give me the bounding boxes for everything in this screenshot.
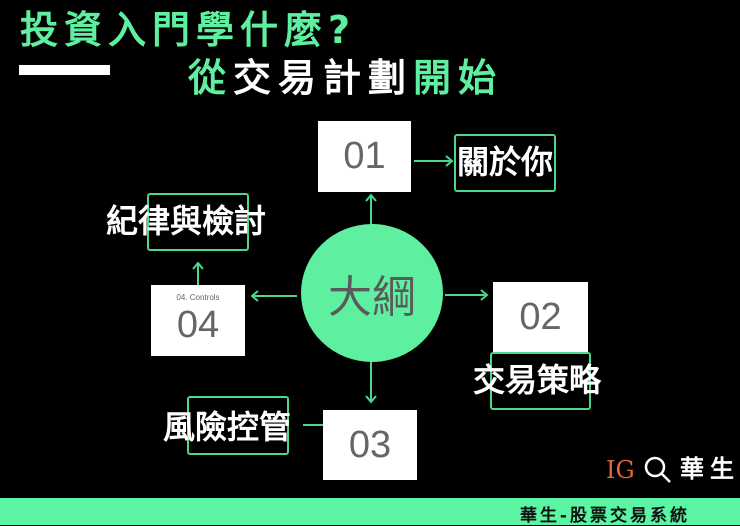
node-03-number: 03	[348, 423, 392, 466]
node-02-label-frame	[490, 352, 591, 410]
node-04-box: 04. Controls 04	[151, 285, 245, 356]
center-label: 大綱	[328, 272, 416, 323]
title-line-2: 從交易計劃開始	[188, 56, 503, 100]
footer-bar: 華生-股票交易系統	[0, 498, 740, 526]
node-03-box: 03	[323, 410, 417, 480]
node-04-label: 紀律與檢討	[106, 202, 267, 240]
node-01-label-frame	[454, 134, 556, 192]
outline-center-circle: 大綱	[301, 224, 443, 362]
node-01-label: 關於你	[457, 143, 554, 181]
node-04-caption: 04. Controls	[176, 293, 220, 302]
brand-name: 華生	[680, 455, 740, 483]
ig-logo-text: IG	[606, 456, 635, 484]
title-underline-bar	[19, 65, 110, 75]
node-04-number: 04	[176, 304, 220, 346]
node-02-box: 02	[493, 282, 588, 352]
search-icon	[644, 456, 671, 483]
node-04-label-frame	[147, 193, 249, 251]
node-03-label-frame	[187, 396, 289, 455]
title-part-start: 開始	[413, 56, 504, 100]
title-part-from: 從	[188, 56, 234, 100]
node-01-number: 01	[343, 135, 386, 177]
title-line-1: 投資入門學什麼?	[20, 8, 357, 52]
title-part-trading-plan: 交易計劃	[233, 56, 414, 100]
footer-text: 華生-股票交易系統	[519, 506, 690, 526]
node-03-label: 風險控管	[163, 408, 292, 446]
node-02-number: 02	[519, 295, 562, 338]
node-01-box: 01	[318, 121, 411, 192]
node-02-label: 交易策略	[473, 361, 602, 399]
